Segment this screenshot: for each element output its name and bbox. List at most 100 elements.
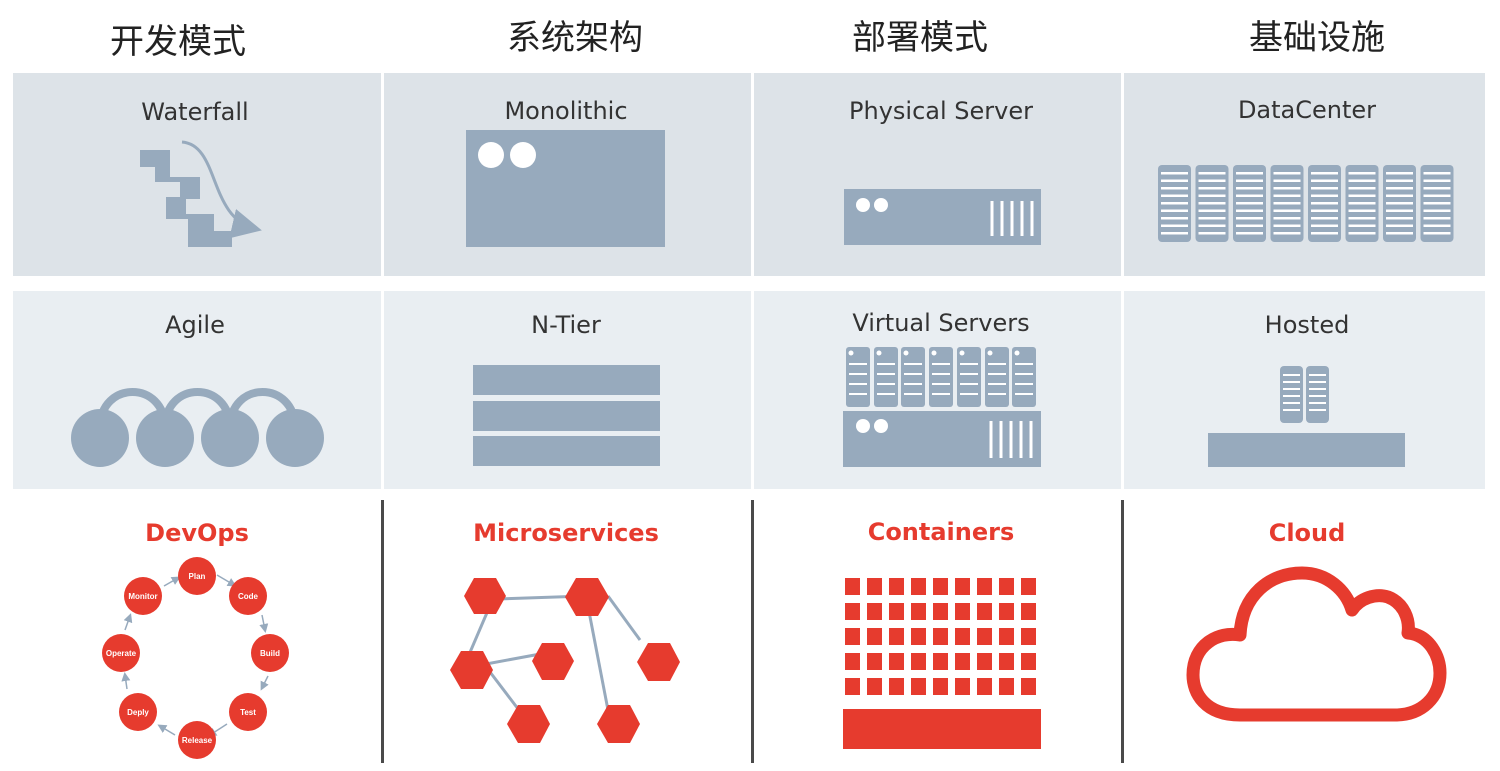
header-dev-mode: 开发模式	[110, 22, 246, 62]
container-block	[1021, 678, 1036, 695]
microservice-node	[637, 643, 680, 681]
container-block	[977, 578, 992, 595]
container-host	[843, 709, 1041, 749]
container-block	[955, 678, 970, 695]
container-block	[999, 603, 1014, 620]
header-deployment: 部署模式	[852, 18, 988, 58]
devops-step-label: Test	[240, 708, 256, 717]
devops-node	[251, 634, 289, 672]
band-separator	[751, 73, 754, 489]
devops-step-label: Plan	[189, 572, 206, 581]
devops-step-label: Operate	[106, 649, 137, 658]
container-block	[977, 603, 992, 620]
hosted-icon	[1208, 366, 1405, 467]
label-physical-server: Physical Server	[849, 97, 1033, 125]
container-block	[955, 653, 970, 670]
container-block	[867, 603, 882, 620]
container-block	[889, 628, 904, 645]
container-block	[955, 603, 970, 620]
label-agile: Agile	[165, 311, 225, 339]
container-block	[933, 678, 948, 695]
label-datacenter: DataCenter	[1237, 96, 1377, 124]
container-block	[889, 653, 904, 670]
waterfall-icon	[140, 140, 262, 247]
cloud-icon	[1186, 566, 1447, 722]
container-block	[933, 653, 948, 670]
label-cloud: Cloud	[1268, 519, 1346, 547]
label-n-tier: N-Tier	[531, 311, 601, 339]
microservice-node	[597, 705, 640, 743]
column-divider	[751, 500, 754, 763]
column-divider	[1121, 500, 1124, 763]
container-block	[955, 628, 970, 645]
devops-node	[178, 721, 216, 759]
microservice-node	[565, 578, 609, 616]
container-block	[977, 628, 992, 645]
container-block	[911, 603, 926, 620]
container-block	[889, 603, 904, 620]
devops-step-label: Deply	[127, 708, 149, 717]
container-block	[1021, 578, 1036, 595]
devops-node	[229, 577, 267, 615]
container-block	[845, 653, 860, 670]
container-block	[999, 653, 1014, 670]
vm-unit	[929, 347, 953, 407]
container-block	[933, 628, 948, 645]
container-block	[955, 578, 970, 595]
container-block	[889, 578, 904, 595]
n-tier-layer	[473, 436, 660, 466]
label-hosted: Hosted	[1264, 311, 1350, 339]
container-block	[933, 603, 948, 620]
container-block	[911, 578, 926, 595]
microservice-node	[507, 705, 550, 743]
container-block	[845, 678, 860, 695]
devops-node	[119, 693, 157, 731]
container-block	[999, 578, 1014, 595]
container-block	[1021, 628, 1036, 645]
container-block	[1021, 603, 1036, 620]
container-block	[845, 628, 860, 645]
monolithic-icon	[466, 130, 665, 247]
vm-unit	[901, 347, 925, 407]
container-block	[911, 628, 926, 645]
container-block	[867, 628, 882, 645]
vm-unit	[957, 347, 981, 407]
container-block	[977, 653, 992, 670]
container-block	[845, 578, 860, 595]
container-block	[867, 678, 882, 695]
container-block	[999, 678, 1014, 695]
label-microservices: Microservices	[473, 519, 659, 547]
physical-server-icon	[844, 189, 1041, 245]
n-tier-layer	[473, 401, 660, 431]
label-devops: DevOps	[145, 519, 249, 547]
container-block	[999, 628, 1014, 645]
vm-unit	[1012, 347, 1036, 407]
devops-step-label: Code	[238, 592, 259, 601]
header-architecture: 系统架构	[507, 18, 643, 58]
container-block	[911, 678, 926, 695]
container-block	[867, 653, 882, 670]
band-separator	[1121, 73, 1124, 489]
container-block	[911, 653, 926, 670]
label-waterfall: Waterfall	[141, 98, 249, 126]
vm-unit	[846, 347, 870, 407]
devops-cycle-icon: Plan Code Build Test Release Deply Opera…	[102, 557, 289, 759]
host-server	[843, 411, 1041, 467]
devops-step-label: Monitor	[128, 592, 157, 601]
label-virtual-servers: Virtual Servers	[852, 309, 1030, 337]
devops-node	[124, 577, 162, 615]
microservices-icon	[450, 578, 680, 743]
devops-node	[102, 634, 140, 672]
container-block	[889, 678, 904, 695]
microservice-node	[450, 651, 493, 689]
virtual-servers-icon	[843, 347, 1041, 467]
label-containers: Containers	[867, 518, 1015, 546]
label-monolithic: Monolithic	[504, 97, 628, 125]
vm-unit	[874, 347, 898, 407]
devops-step-label: Release	[182, 736, 213, 745]
column-divider	[381, 500, 384, 763]
header-infrastructure: 基础设施	[1249, 18, 1385, 58]
devops-step-label: Build	[260, 649, 280, 658]
band-separator	[381, 73, 384, 489]
datacenter-icon	[1158, 165, 1454, 242]
